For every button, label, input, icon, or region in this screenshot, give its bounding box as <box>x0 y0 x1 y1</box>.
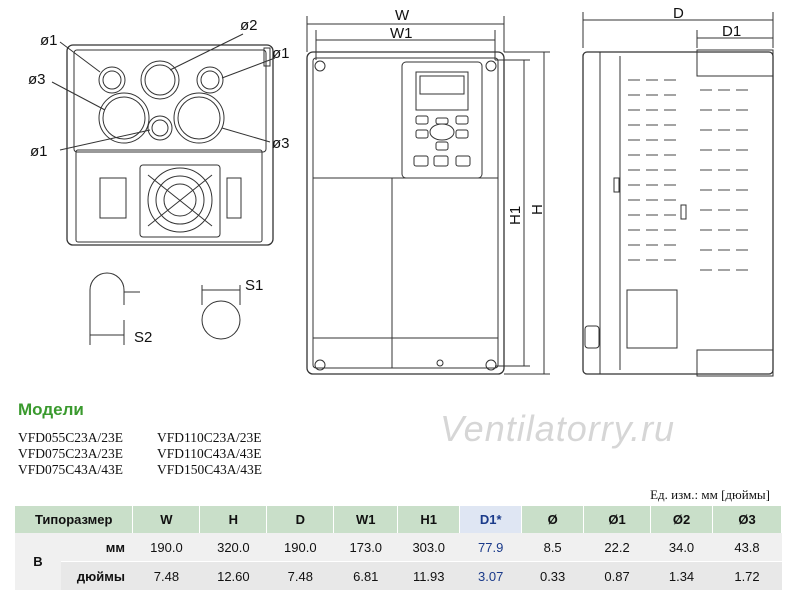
table-cell: 320.0 <box>199 533 267 562</box>
model-item: VFD150C43A/43E <box>157 462 263 477</box>
watermark: Ventilatorry.ru <box>440 408 676 449</box>
model-item: VFD075C43A/43E <box>18 462 124 477</box>
header-h1: H1 <box>397 506 461 533</box>
table-cell: 7.48 <box>132 561 200 591</box>
d-label: D <box>673 5 684 22</box>
table-cell: 0.87 <box>583 561 651 591</box>
table-cell: 7.48 <box>266 561 334 591</box>
table-cell: 12.60 <box>199 561 267 591</box>
header-h: H <box>199 506 268 533</box>
phi1-label-c: ø1 <box>30 143 48 160</box>
s2-label: S2 <box>134 329 152 346</box>
model-item: VFD055C23A/23E <box>18 430 124 445</box>
header-w: W <box>132 506 201 533</box>
unit-cell: дюймы <box>60 561 133 591</box>
table-cell: 303.0 <box>397 533 460 562</box>
slot-details <box>89 272 241 345</box>
d1-label: D1 <box>722 23 741 40</box>
table-cell: 173.0 <box>333 533 398 562</box>
model-item: VFD110C23A/23E <box>157 430 262 445</box>
table-cell: 34.0 <box>650 533 713 562</box>
model-item: VFD110C43A/43E <box>157 446 262 461</box>
front-view <box>306 16 550 375</box>
frame-size-cell: B <box>15 533 61 591</box>
table-cell: 0.33 <box>521 561 584 591</box>
table-header-row: Типоразмер W H D W1 H1 D1* Ø Ø1 Ø2 Ø3 <box>15 506 782 533</box>
header-w1: W1 <box>333 506 399 533</box>
models-column-1: VFD055C23A/23E VFD075C23A/23E VFD075C43A… <box>18 430 123 478</box>
header-phi3: Ø3 <box>712 506 782 533</box>
bottom-view <box>51 33 276 246</box>
header-phi1: Ø1 <box>583 506 652 533</box>
phi3-label-b: ø3 <box>272 135 290 152</box>
table-cell: 22.2 <box>583 533 651 562</box>
table-cell: 190.0 <box>132 533 200 562</box>
phi1-label-b: ø1 <box>272 45 290 62</box>
w1-label: W1 <box>390 25 413 42</box>
phi3-label-a: ø3 <box>28 71 46 88</box>
table-cell: 6.81 <box>333 561 398 591</box>
table-cell: 190.0 <box>266 533 334 562</box>
header-phi2: Ø2 <box>650 506 713 533</box>
units-note: Ед. изм.: мм [дюймы] <box>650 487 770 502</box>
table-cell: 8.5 <box>521 533 584 562</box>
w-label: W <box>395 7 410 24</box>
unit-cell: мм <box>60 533 133 562</box>
table-cell: 3.07 <box>459 561 522 591</box>
table-row: дюймы 7.48 12.60 7.48 6.81 11.93 3.07 0.… <box>15 561 782 591</box>
h-label: H <box>529 204 546 215</box>
h1-label: H1 <box>507 206 524 225</box>
technical-drawings: ø1 ø2 ø1 ø3 ø1 ø3 S1 S2 <box>28 5 774 377</box>
table-cell: 43.8 <box>712 533 782 562</box>
table-cell: 1.34 <box>650 561 713 591</box>
header-phi: Ø <box>521 506 585 533</box>
table-cell: 1.72 <box>712 561 782 591</box>
table-row: B мм 190.0 320.0 190.0 173.0 303.0 77.9 … <box>15 533 782 591</box>
side-view <box>582 12 774 377</box>
s1-label: S1 <box>245 277 263 294</box>
dimensions-table: Типоразмер W H D W1 H1 D1* Ø Ø1 Ø2 Ø3 B … <box>15 506 782 591</box>
header-d: D <box>266 506 335 533</box>
table-cell: 77.9 <box>459 533 522 562</box>
phi2-label: ø2 <box>240 17 258 34</box>
header-d1: D1* <box>459 506 523 533</box>
models-title: Модели <box>18 400 84 419</box>
models-column-2: VFD110C23A/23E VFD110C43A/43E VFD150C43A… <box>157 430 262 478</box>
model-item: VFD075C23A/23E <box>18 446 124 461</box>
table-cell: 11.93 <box>397 561 460 591</box>
header-frame-size: Типоразмер <box>15 506 134 533</box>
phi1-label-a: ø1 <box>40 32 58 49</box>
